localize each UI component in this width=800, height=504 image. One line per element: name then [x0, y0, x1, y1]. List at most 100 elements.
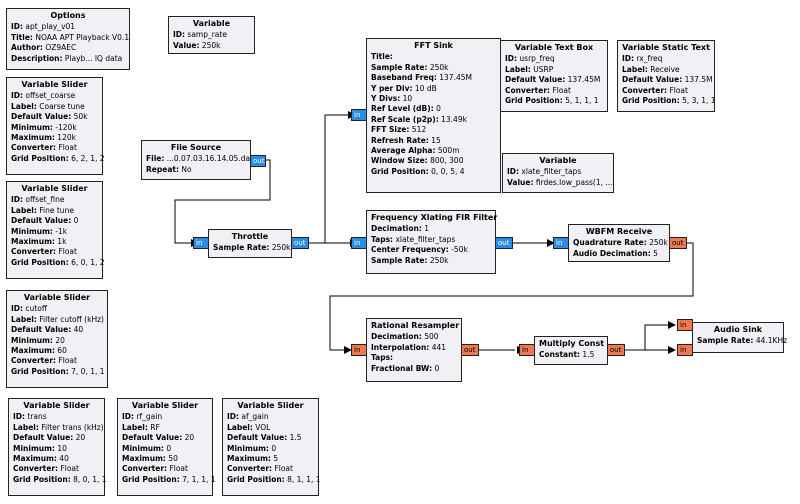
wire-multiply-audio-sink-0[interactable]: [623, 324, 675, 351]
wire-throttle-fft-sink[interactable]: [307, 114, 348, 244]
param-key: Average Alpha:: [371, 146, 436, 156]
wbfm-in-port[interactable]: in: [553, 237, 569, 249]
file-source-out-port[interactable]: out: [250, 155, 266, 167]
param-row: Default Value: 0: [11, 216, 98, 226]
param-row: Y per Div: 10 dB: [371, 84, 496, 94]
audio-sink-in1-port[interactable]: in: [677, 344, 693, 356]
resampler-in-port[interactable]: in: [351, 344, 367, 356]
arrow-audio-sink-in1: [668, 346, 676, 354]
fft-sink-in-port[interactable]: in: [351, 109, 367, 121]
param-row: Label: Filter cutoff (kHz): [11, 314, 104, 325]
param-key: Grid Position:: [622, 96, 680, 106]
param-value: 5: [653, 248, 658, 258]
param-row: Converter: Float: [11, 143, 98, 153]
param-row: Baseband Freq: 137.45M: [371, 73, 496, 83]
param-row: Converter: Float: [11, 247, 98, 257]
param-row: Converter: Float: [13, 464, 100, 474]
param-key: Default Value:: [122, 433, 183, 443]
block-title: Variable Static Text: [622, 43, 710, 52]
xlating-in-port[interactable]: in: [351, 237, 367, 249]
param-row: Sample Rate: 250k: [371, 256, 491, 266]
param-row: Quadrature Rate: 250k: [573, 238, 668, 248]
param-key: Minimum:: [11, 335, 53, 345]
throttle-in-port[interactable]: in: [193, 237, 209, 249]
param-value: 500m: [437, 146, 460, 156]
block-title: WBFM Receive: [585, 227, 653, 236]
param-key: Grid Position:: [505, 96, 563, 106]
param-row: Description: Playb... IQ data: [11, 54, 125, 64]
wbfm-out-port[interactable]: out: [669, 237, 687, 249]
param-value: 0: [166, 443, 172, 453]
param-value: Float: [60, 464, 79, 474]
param-value: USRP: [533, 64, 554, 74]
param-key: ID:: [227, 412, 240, 422]
param-value: Filter trans (kHz): [41, 422, 104, 432]
arrow-resampler-in: [344, 346, 352, 354]
param-row: Minimum: 0: [227, 444, 314, 454]
param-key: Author:: [11, 43, 43, 53]
param-value: 40: [73, 325, 84, 335]
param-row: Taps: xlate_filter_taps: [371, 235, 491, 245]
param-row: Minimum: 10: [13, 444, 100, 454]
wire-wbfm-resampler[interactable]: [329, 242, 694, 351]
param-key: Minimum:: [11, 122, 53, 132]
param-row: Default Value: 1.5: [227, 433, 314, 443]
param-key: Label:: [11, 205, 37, 215]
param-value: 500: [424, 332, 439, 342]
throttle-out-port[interactable]: out: [291, 237, 309, 249]
wire-file-source-throttle[interactable]: [174, 159, 271, 244]
param-value: apt_play_v01: [25, 22, 76, 32]
param-row: Converter: Float: [622, 86, 710, 96]
param-row: Grid Position: 0, 0, 5, 4: [371, 167, 496, 177]
param-row: Maximum: 1k: [11, 237, 98, 247]
param-key: ID:: [173, 30, 186, 40]
param-row: ID: cutoff: [11, 304, 103, 314]
resampler-out-port[interactable]: out: [461, 344, 479, 356]
param-row: Sample Rate: 250k: [371, 63, 496, 73]
param-key: Converter:: [227, 464, 273, 474]
param-row: Taps:: [371, 353, 457, 363]
param-row: Repeat: No: [146, 165, 246, 175]
param-key: Grid Position:: [122, 474, 180, 484]
param-key: Label:: [13, 422, 39, 432]
param-key: FFT Size:: [371, 125, 410, 135]
block-title: Throttle: [231, 232, 269, 241]
multiply-in-port[interactable]: in: [519, 344, 535, 356]
param-key: Label:: [11, 314, 37, 324]
param-key: Maximum:: [11, 346, 55, 356]
param-key: Ref Scale (p2p):: [371, 114, 439, 124]
param-key: ID:: [11, 91, 24, 101]
param-value: 20: [55, 335, 65, 345]
param-key: Y per Div:: [371, 83, 413, 93]
param-value: 137.5M: [684, 75, 713, 85]
param-row: Title: NOAA APT Playback V0.1: [11, 33, 129, 43]
param-value: 0: [434, 363, 440, 373]
xlating-out-port[interactable]: out: [495, 237, 513, 249]
param-key: Converter:: [11, 356, 57, 366]
param-value: 0, 0, 5, 4: [431, 166, 465, 176]
param-row: Maximum: 5: [227, 454, 314, 464]
param-value: offset_coarse: [25, 91, 76, 101]
param-value: -120k: [55, 122, 77, 132]
multiply-out-port[interactable]: out: [607, 344, 625, 356]
audio-sink-in0-port[interactable]: in: [677, 319, 693, 331]
